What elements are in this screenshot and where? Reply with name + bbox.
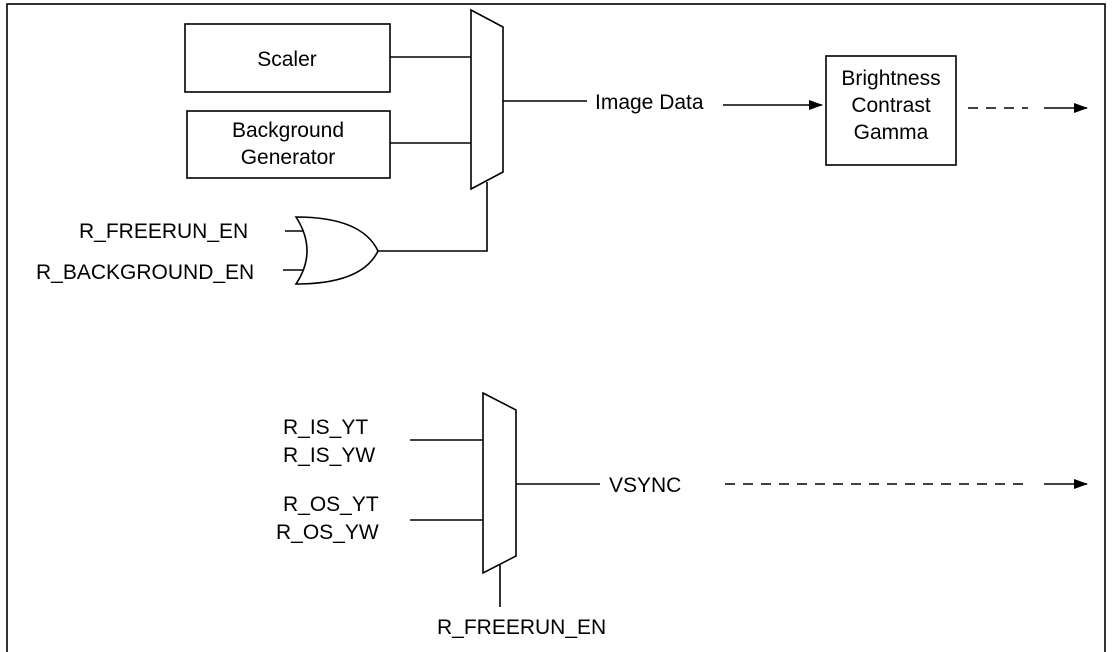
or-to-mux-select-wire (378, 182, 488, 252)
scaler-label: Scaler (257, 48, 317, 71)
image-data-mux (470, 8, 504, 191)
diagram-frame (6, 3, 1106, 652)
background-generator-label-line1: Background (232, 119, 344, 142)
is-yw-label: R_IS_YW (283, 444, 375, 467)
scaler-block: Scaler (184, 23, 391, 93)
is-yt-label: R_IS_YT (283, 416, 368, 439)
background-generator-block: Background Generator (186, 110, 391, 179)
or-gate (294, 216, 379, 285)
background-generator-label-line2: Generator (241, 146, 336, 169)
bcg-label-line3: Gamma (854, 121, 929, 144)
os-yt-label: R_OS_YT (283, 493, 379, 516)
freerun-en-label: R_FREERUN_EN (79, 220, 248, 243)
vsync-label: VSYNC (609, 474, 681, 497)
brightness-contrast-gamma-block: Brightness Contrast Gamma (825, 55, 957, 166)
os-yw-label: R_OS_YW (276, 521, 379, 544)
freerun-en-bottom-label: R_FREERUN_EN (437, 616, 606, 639)
bcg-label-line1: Brightness (841, 67, 940, 90)
background-en-label: R_BACKGROUND_EN (36, 261, 254, 284)
bcg-label-line2: Contrast (851, 94, 931, 117)
vsync-mux (482, 391, 517, 575)
image-data-label: Image Data (595, 91, 704, 114)
